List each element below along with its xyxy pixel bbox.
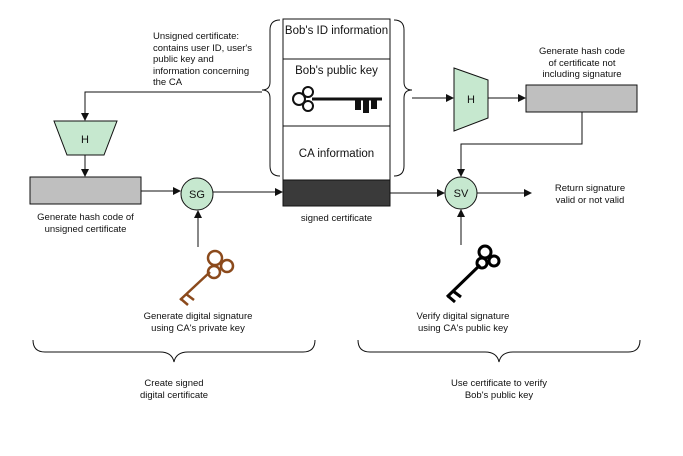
hash-code-cert-box: [525, 84, 638, 113]
sign-node: SG: [180, 177, 214, 211]
hash-cert-label: Generate hash code of certificate not in…: [538, 46, 626, 80]
certificate-box: [282, 18, 391, 207]
generate-signature-label: Generate digital signature using CA's pr…: [143, 311, 253, 334]
cert-public-key: Bob's public key: [295, 65, 378, 77]
unsigned-cert-label: Unsigned certificate: contains user ID, …: [153, 31, 252, 88]
svg-text:SG: SG: [189, 189, 205, 201]
use-cert-caption: Use certificate to verify Bob's public k…: [450, 378, 548, 401]
flow-arrows: [81, 91, 583, 247]
hash-code-unsigned-box: [29, 176, 142, 205]
use-brace: [357, 339, 641, 363]
signed-cert-label: signed certificate: [300, 213, 373, 224]
hash-function-right: H: [453, 67, 489, 132]
hash-left-label: H: [81, 134, 89, 146]
public-key-icon: [445, 244, 501, 304]
verify-signature-label: Verify digital signature using CA's publ…: [416, 311, 510, 334]
cert-ca-info: CA information: [298, 148, 375, 160]
hash-right-label: H: [467, 94, 475, 106]
create-cert-caption: Create signed digital certificate: [139, 378, 209, 401]
hash-function-left: H: [53, 120, 118, 156]
signature-block: [282, 179, 391, 207]
private-key-icon: [179, 249, 235, 306]
hash-unsigned-label: Generate hash code of unsigned certifica…: [37, 212, 134, 235]
certificate-key-icon: [292, 86, 382, 113]
svg-text:SV: SV: [454, 188, 469, 200]
return-signature-label: Return signature valid or not valid: [554, 183, 626, 206]
verify-node: SV: [444, 176, 478, 210]
create-brace: [32, 339, 316, 363]
left-brace: [261, 19, 281, 177]
right-brace: [393, 19, 413, 177]
cert-id-info: Bob's ID information: [284, 25, 389, 37]
